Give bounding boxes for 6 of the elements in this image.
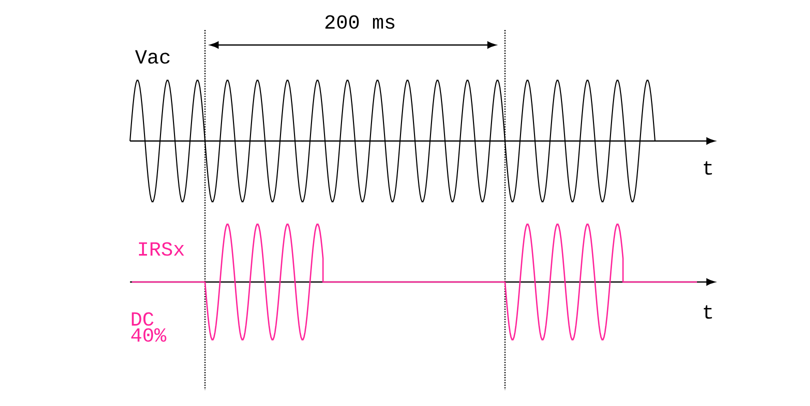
dimension-label: 200 ms [325,15,394,29]
signal-label: IRSx [138,242,184,256]
axis-label: t [704,305,712,319]
signal-label: DC 40% [131,312,166,342]
axis-label: t [704,161,712,175]
signal-label: Vac [135,50,170,64]
